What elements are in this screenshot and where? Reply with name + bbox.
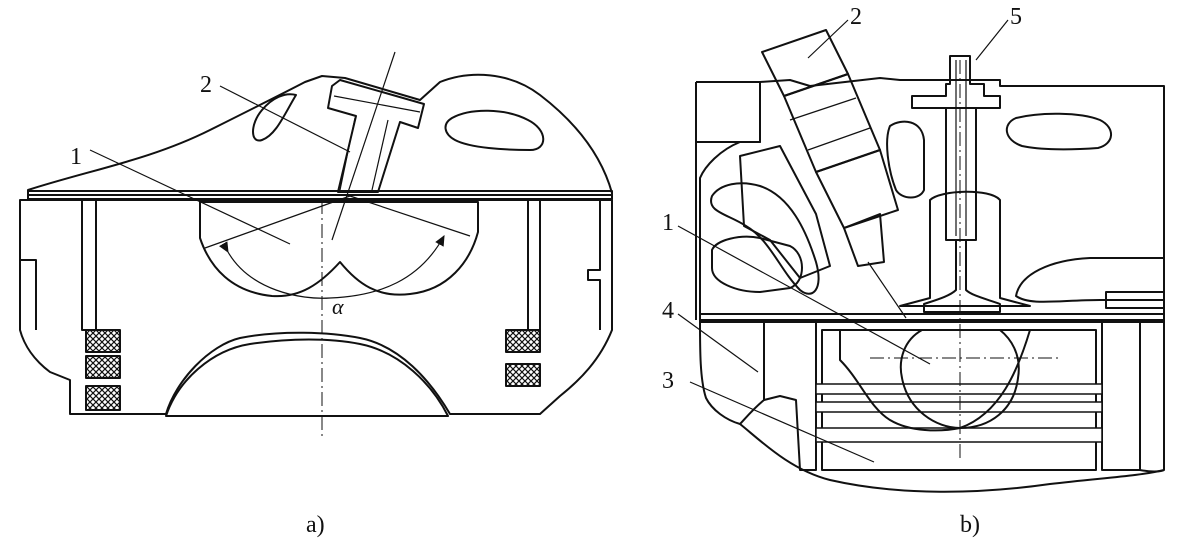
a-label-2: 2 <box>200 72 212 98</box>
a-ring-2 <box>85 355 121 379</box>
a-piston <box>19 199 613 415</box>
b-liner-left <box>763 321 817 471</box>
b-label-3: 3 <box>662 368 674 394</box>
a-head-cavity-left <box>252 93 297 142</box>
b-caption: b) <box>960 512 980 538</box>
a-caption: a) <box>306 512 325 538</box>
a-left-edge <box>20 259 37 330</box>
b-label-2: 2 <box>850 4 862 30</box>
b-leader-5 <box>975 19 1009 61</box>
a-liner-right <box>527 199 541 331</box>
a-combustion-bowl <box>199 201 479 298</box>
b-head-frame <box>695 81 761 320</box>
b-valve-seat-area <box>899 190 1031 307</box>
a-ring-5 <box>505 363 541 387</box>
figure-b: 2 5 1 4 3 b) <box>662 4 1165 538</box>
a-label-1: 1 <box>70 144 82 170</box>
a-spray-left <box>204 195 351 249</box>
b-coolant-right <box>1006 112 1112 151</box>
b-head-boss <box>739 145 831 279</box>
b-leader-4 <box>677 313 759 373</box>
a-liner-left <box>81 199 97 331</box>
b-break-line <box>739 423 1165 493</box>
b-injector <box>761 29 907 319</box>
b-right-slot <box>1105 291 1165 309</box>
figure-a: 1 2 α a) <box>19 51 613 538</box>
b-leader-1 <box>677 225 931 365</box>
b-exhaust-port <box>1015 257 1165 303</box>
b-port-lower <box>711 235 803 293</box>
b-label-5: 5 <box>1010 4 1022 30</box>
b-leader-3 <box>689 381 875 463</box>
b-valve <box>911 55 1001 313</box>
b-block-right <box>1139 321 1165 473</box>
a-ring-1 <box>85 329 121 353</box>
a-leader-1 <box>89 149 291 245</box>
b-combustion-bowl <box>839 329 1031 432</box>
a-ring-4 <box>505 329 541 353</box>
b-piston <box>821 329 1097 471</box>
a-ring-3 <box>85 385 121 411</box>
b-cylinder-head <box>699 77 1165 321</box>
b-leader-2 <box>807 19 849 59</box>
a-right-edge <box>587 200 601 330</box>
b-coolant-left <box>886 120 925 199</box>
a-spray-right <box>349 195 471 237</box>
a-spray-axis <box>331 51 396 241</box>
a-head-cavity-right <box>444 109 545 151</box>
b-label-1: 1 <box>662 210 674 236</box>
b-label-4: 4 <box>662 298 674 324</box>
b-piston-rings <box>815 383 1103 443</box>
a-cylinder-head <box>27 73 613 196</box>
a-angle-arc <box>219 234 445 299</box>
a-piston-skirt-cavity <box>165 338 449 417</box>
b-liner-right <box>1101 321 1141 471</box>
a-leader-2 <box>219 85 351 153</box>
a-angle-symbol: α <box>332 294 344 319</box>
a-injector-nozzle <box>333 95 421 191</box>
